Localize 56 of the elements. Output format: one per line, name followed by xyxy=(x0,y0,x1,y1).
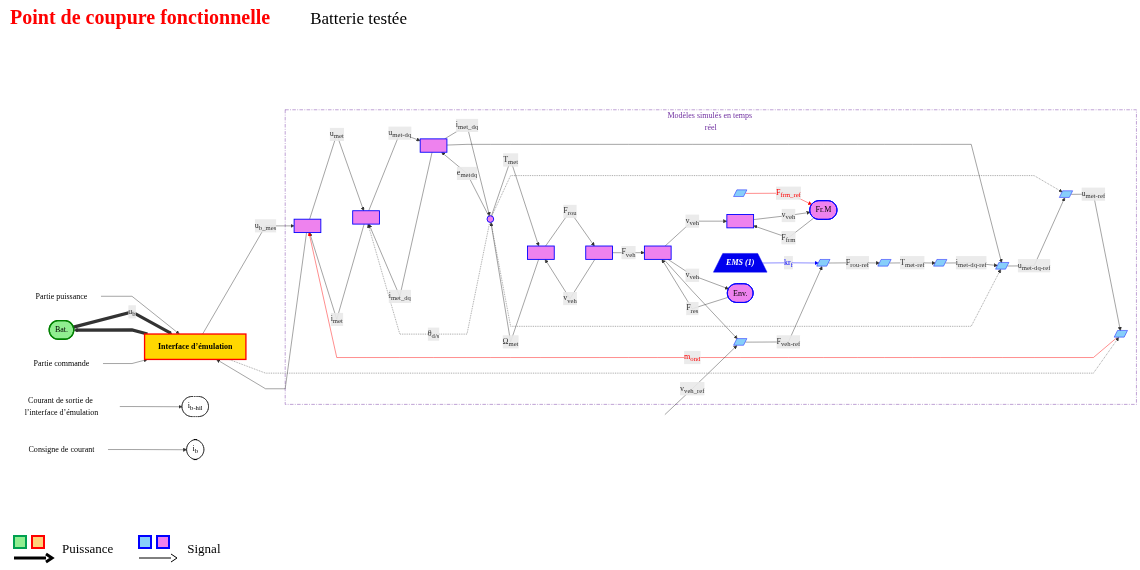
node-circle xyxy=(486,215,495,223)
edge-label: θ$_{d/s}$ xyxy=(427,328,440,340)
node-parallelogram xyxy=(1113,330,1128,338)
node-parallelogram xyxy=(1059,190,1073,198)
edge-label: i$_{met-dq-ref}$ xyxy=(955,257,987,268)
edge-label: v$_{veh}$ xyxy=(781,210,796,221)
node-parallelogram xyxy=(816,259,831,267)
edge-label: T$_{met}$ xyxy=(503,154,519,166)
edge-label: v$_{veh_ref}$ xyxy=(680,383,705,394)
edge-label: F$_{rou}$ xyxy=(563,206,577,217)
legend-label: Puissance xyxy=(62,541,114,557)
node-text: Partie commande xyxy=(33,358,90,368)
edge-label: u$_{met}$ xyxy=(329,129,344,140)
node-text: Consigne de courant xyxy=(28,444,95,454)
node-parallelogram xyxy=(733,189,748,197)
edge-label: Ω$_{met}$ xyxy=(502,336,519,348)
edge-label: e$_{metdq}$ xyxy=(456,168,478,179)
edge-label: T$_{met-ref}$ xyxy=(900,257,925,268)
edge-label: v$_{veh}$ xyxy=(685,215,700,227)
edge-label: i$_{met_dq}$ xyxy=(455,120,479,131)
arrow xyxy=(73,310,173,335)
edge-label: u$_{met-dq}$ xyxy=(388,127,412,139)
edge-label: F$_{veh-ref}$ xyxy=(776,336,801,348)
edge-label: u$_{met-ref}$ xyxy=(1081,188,1106,200)
edge-label: F$_{frm}$ xyxy=(781,232,796,243)
node-box: Interface d’émulation xyxy=(143,333,247,361)
edge-label: i$_{met_dq}$ xyxy=(388,290,411,302)
node-parallelogram xyxy=(933,259,948,267)
edge-label: F$_{veh}$ xyxy=(621,247,636,258)
edge-label: v$_{veh}$ xyxy=(685,269,700,281)
edge-label: u$_{b}$ xyxy=(128,306,136,318)
edge-label: u$_{b_mes}$ xyxy=(254,220,277,232)
edge-label: m$_{ond}$ xyxy=(684,352,701,363)
node-text: Partie puissance xyxy=(35,291,88,301)
node-box xyxy=(527,245,555,260)
node-parallelogram xyxy=(877,259,892,267)
node-parallelogram xyxy=(995,262,1010,270)
legend-label: Signal xyxy=(187,541,221,557)
note-label: Batterie testée xyxy=(310,9,407,29)
node-box xyxy=(419,138,448,153)
edge-label: u$_{met-dq-ref}$ xyxy=(1017,260,1051,271)
edge-label: F$_{res}$ xyxy=(686,303,699,314)
node-box xyxy=(293,218,322,233)
node-box xyxy=(643,245,672,260)
node-parallelogram xyxy=(733,338,748,346)
edge-label: v$_{veh}$ xyxy=(563,293,577,304)
edge-label: F$_{rou-ref}$ xyxy=(845,257,869,268)
edge-label: i$_{met}$ xyxy=(330,313,343,325)
node-box xyxy=(352,210,380,225)
node-text: Courant de sortie de l’interface d’émulation xyxy=(24,395,99,417)
node-box xyxy=(726,214,755,229)
node-box xyxy=(585,245,613,260)
edge-label: F$_{frm_ref}$ xyxy=(775,187,801,199)
arrow xyxy=(73,328,148,336)
edge-label: kr$_{f}$ xyxy=(783,257,793,268)
heading-note: Point de coupure fonctionnelle xyxy=(10,6,271,29)
